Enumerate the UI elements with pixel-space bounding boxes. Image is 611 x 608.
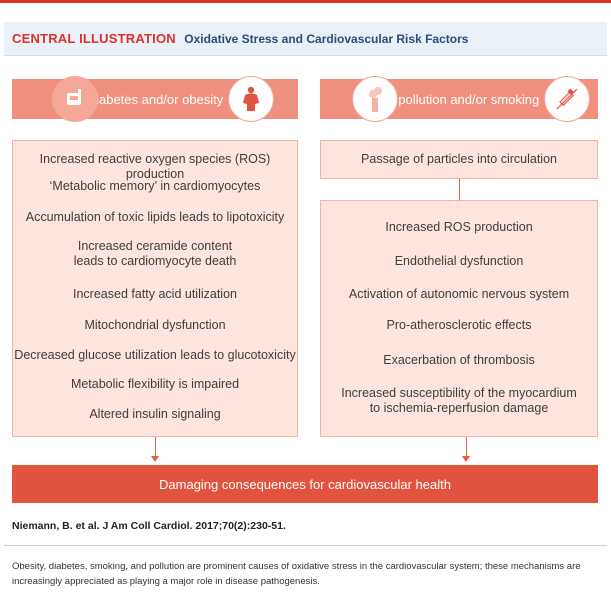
pollution-effects-panel: Increased ROS production Endothelial dys…: [320, 200, 598, 437]
consequence-label: Damaging consequences for cardiovascular…: [159, 476, 451, 492]
header-lead: CENTRAL ILLUSTRATION: [12, 31, 176, 46]
effect-item: Altered insulin signaling: [89, 407, 221, 421]
connector-line: [459, 179, 460, 200]
body-silhouette-icon: [228, 76, 274, 122]
effect-item: Mitochondrial dysfunction: [84, 318, 226, 332]
effect-item: Activation of autonomic nervous system: [348, 287, 570, 301]
diabetes-effects-panel: Increased reactive oxygen species (ROS) …: [12, 140, 298, 437]
effect-item: Pro-atherosclerotic effects: [386, 318, 532, 332]
cigarette-icon: [544, 76, 590, 122]
effect-item: Metabolic flexibility is impaired: [70, 377, 240, 391]
effect-item: Increased ceramide content leads to card…: [73, 239, 237, 268]
particle-passage-panel: Passage of particles into circulation: [320, 140, 598, 179]
effect-item: ‘Metabolic memory’ in cardiomyocytes: [49, 179, 261, 193]
consequence-banner: Damaging consequences for cardiovascular…: [12, 465, 598, 503]
caption-text: Obesity, diabetes, smoking, and pollutio…: [12, 561, 581, 587]
effect-item: Increased reactive oxygen species (ROS) …: [39, 152, 271, 181]
down-arrow-icon: [462, 456, 470, 462]
pollution-smoking-label: Air pollution and/or smoking: [378, 91, 540, 107]
factory-smoke-icon: [352, 76, 398, 122]
header-title: Oxidative Stress and Cardiovascular Risk…: [184, 32, 469, 46]
top-accent-rule: [0, 0, 611, 3]
connector-line: [466, 437, 467, 457]
down-arrow-icon: [151, 456, 159, 462]
effect-item: Passage of particles into circulation: [361, 152, 557, 166]
citation: Niemann, B. et al. J Am Coll Cardiol. 20…: [12, 520, 286, 532]
pollution-smoking-banner: Air pollution and/or smoking: [320, 76, 598, 122]
glucose-meter-icon: [52, 76, 98, 122]
connector-line: [155, 437, 156, 457]
effect-item: Endothelial dysfunction: [394, 254, 524, 268]
diabetes-obesity-label: Diabetes and/or obesity: [86, 91, 224, 107]
illustration-header: CENTRAL ILLUSTRATION Oxidative Stress an…: [4, 22, 607, 56]
diabetes-obesity-banner: Diabetes and/or obesity: [12, 76, 298, 122]
effect-item: Decreased glucose utilization leads to g…: [14, 348, 296, 362]
caption-divider: [4, 545, 607, 546]
effect-item: Increased fatty acid utilization: [73, 287, 237, 301]
effect-item: Accumulation of toxic lipids leads to li…: [25, 210, 285, 224]
effect-item: Increased ROS production: [385, 220, 533, 234]
effect-item: Exacerbation of thrombosis: [383, 353, 535, 367]
effect-item: Increased susceptibility of the myocardi…: [341, 386, 577, 415]
